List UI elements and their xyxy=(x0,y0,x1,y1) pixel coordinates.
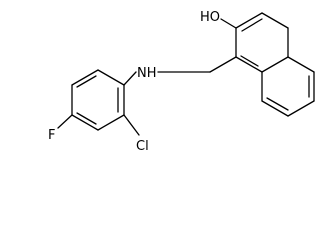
bond xyxy=(76,112,97,125)
bond xyxy=(261,12,289,29)
bond xyxy=(240,55,259,67)
bond xyxy=(97,114,125,131)
bond xyxy=(76,75,97,88)
bond xyxy=(287,56,315,73)
bond xyxy=(266,97,289,111)
bond xyxy=(71,69,99,86)
bond xyxy=(241,18,263,32)
naphthalene-ring-a xyxy=(235,12,289,73)
chlorine-label: Cl xyxy=(136,139,149,154)
bond-nh-ring xyxy=(123,71,137,86)
bond xyxy=(261,100,289,117)
bond xyxy=(235,56,263,73)
bond-c-oh xyxy=(220,18,237,29)
molecule-drawing: HO NH F Cl xyxy=(48,10,315,154)
phenyl-ring xyxy=(71,69,125,131)
bond xyxy=(261,56,289,73)
amine-label: NH xyxy=(137,66,157,81)
bond xyxy=(97,69,125,86)
bond-ring-ch2 xyxy=(209,56,237,73)
naphthalene-ring-b xyxy=(261,56,315,117)
bond xyxy=(287,100,315,117)
bond-c-cl xyxy=(123,114,140,136)
bond xyxy=(235,12,263,29)
hydroxyl-label: HO xyxy=(200,10,220,25)
structure-diagram: HO NH F Cl xyxy=(48,10,315,154)
bond-c-f xyxy=(57,114,73,129)
bond xyxy=(71,114,99,131)
fluorine-label: F xyxy=(48,128,55,143)
